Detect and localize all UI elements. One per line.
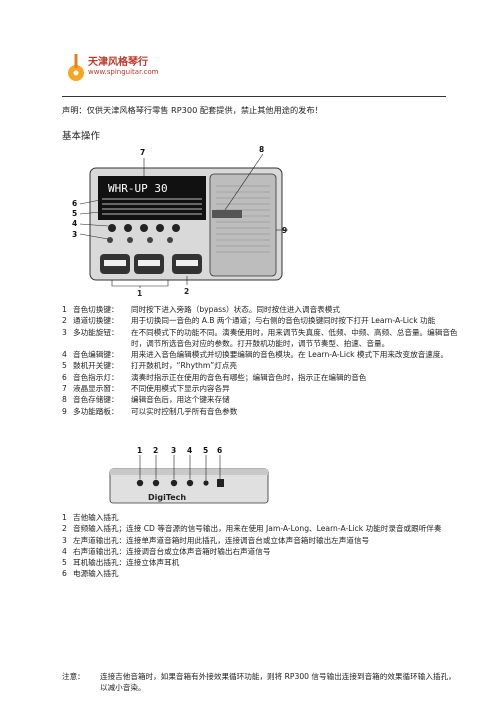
callout-4: 4 [72,219,77,228]
list-item: 8 音色存储键： 编辑音色后，用这个键来存储 [62,395,230,405]
guitar-logo-icon [68,54,84,81]
callout-5: 5 [203,446,208,455]
callout-3: 3 [171,446,176,455]
header-divider [62,96,446,97]
callout-6: 6 [217,446,222,455]
jacks-list: 1 吉他输入插孔 2 音频输入插孔；连接 CD 等音源的信号输出，用来在使用 J… [62,512,462,580]
callout-8: 8 [259,145,264,154]
callout-5: 5 [72,209,77,218]
note-text: 连接吉他音箱时，如果音箱有外接效果循环功能，则将 RP300 信号输出连接到音箱… [100,672,456,693]
list-item: 1 吉他输入插孔 [62,513,119,522]
logo-name: 天津风格琴行 [88,57,148,68]
callout-6: 6 [72,199,77,208]
list-item: 9 多功能踏板： 可以实时控制几乎所有音色参数 [62,406,238,416]
list-item: 6 电源输入插孔 [62,569,119,579]
pedal-top-view-figure: WHR-UP 30 7 8 6 5 4 3 9 [72,145,288,288]
list-item: 2 音频输入插孔；连接 CD 等音源的信号输出，用来在使用 Jam-A-Long… [62,524,442,534]
callout-9: 9 [282,226,287,235]
section-title: 基本操作 [62,131,101,142]
list-item: 2 通道切换键： 用于切换同一音色的 A.B 两个通道；与右侧的音色切换键同时按… [62,316,436,326]
list-item: 3 左声道输出孔：连接单声道音箱时用此插孔，连接调音台或立体声音箱时输出左声道信… [62,535,370,545]
callout-1: 1 [137,446,142,455]
disclaimer: 声明：仅供天津风格琴行零售 RP300 配套提供，禁止其他用途的发布！ [62,105,323,115]
callout-4: 4 [187,446,192,455]
lcd-text: WHR-UP 30 [108,182,168,195]
callout-2: 2 [153,446,158,455]
list-item: 1 音色切换键： 同时按下进入旁路（bypass）状态。同时按住进入调音表模式 [62,305,340,314]
pedal-rear-panel-figure: DigiTech 1 2 3 4 5 6 [109,446,269,504]
list-item: 6 音色指示灯： 演奏时指示正在使用的音色有哪些；编辑音色时，指示正在编辑的音色 [62,372,367,382]
store-button [212,210,242,218]
callout-2: 2 [184,287,190,296]
logo-url[interactable]: www.spinguitar.com [88,68,159,76]
list-item: 7 液晶显示窗： 不同使用模式下显示内容各异 [62,384,230,394]
logo: 天津风格琴行 www.spinguitar.com [66,50,196,98]
brand-logo: DigiTech [148,493,186,502]
list-item: 5 耳机输出插孔：连接立体声耳机 [62,558,180,568]
callout-3: 3 [72,230,77,239]
footswitches [100,254,202,274]
list-item: 5 鼓机开关键： 打开鼓机时，“Rhythm”灯点亮 [62,361,237,371]
callout-7: 7 [140,148,145,157]
list-item: 4 右声道输出孔：连接调音台或立体声音箱时输出右声道信号 [62,546,271,556]
list-item: 3 多功能旋钮： 在不同模式下的功能不同。演奏使用时，用来调节失真度、低频、中频… [62,327,458,348]
controls-list: 1 音色切换键： 同时按下进入旁路（bypass）状态。同时按住进入调音表模式 … [62,304,462,417]
note: 注意： 连接吉他音箱时，如果音箱有外接效果循环功能，则将 RP300 信号输出连… [62,671,462,694]
note-label: 注意： [62,672,85,681]
callout-1: 1 [137,289,143,298]
list-item: 4 音色编辑键： 用来进入音色编辑模式并切换要编辑的音色模块。在 Learn-A… [62,350,449,360]
